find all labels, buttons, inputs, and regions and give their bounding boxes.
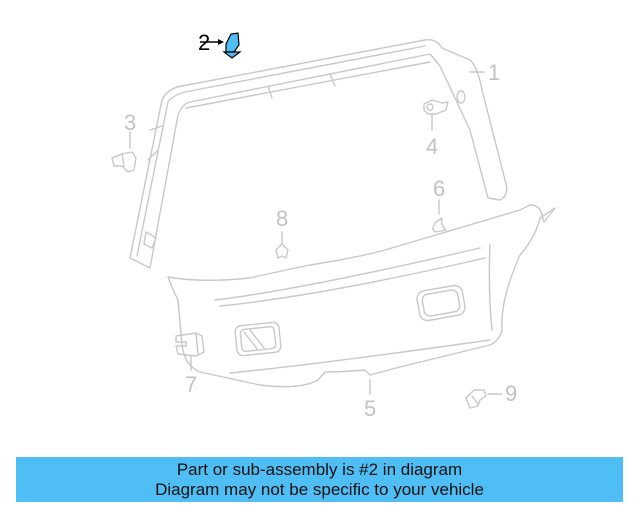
clip-part-2-highlighted [200,32,242,59]
clip-part-3 [111,151,137,173]
clip-part-8 [275,243,289,259]
callout-2: 2 [198,30,211,55]
banner-line-part-number: Part or sub-assembly is #2 in diagram [176,459,463,479]
callout-6: 6 [433,176,446,201]
clip-part-6 [432,217,447,233]
callout-3: 3 [124,110,137,135]
callout-1: 1 [488,60,501,85]
banner-line-disclaimer: Diagram may not be specific to your vehi… [155,479,484,499]
callout-8: 8 [276,206,289,231]
callout-5: 5 [364,396,377,421]
leader-lines [129,71,503,395]
callout-7: 7 [185,372,198,397]
window-frame-part-1 [129,38,508,269]
callout-4: 4 [426,134,439,159]
clip-part-9 [465,389,487,409]
callout-9: 9 [505,381,518,406]
clip-part-4 [423,99,449,115]
lower-trim-panel-part-5 [167,204,556,388]
parts-diagram [111,32,556,409]
clip-part-7 [175,332,205,357]
info-banner: Part or sub-assembly is #2 in diagram Di… [16,457,623,502]
